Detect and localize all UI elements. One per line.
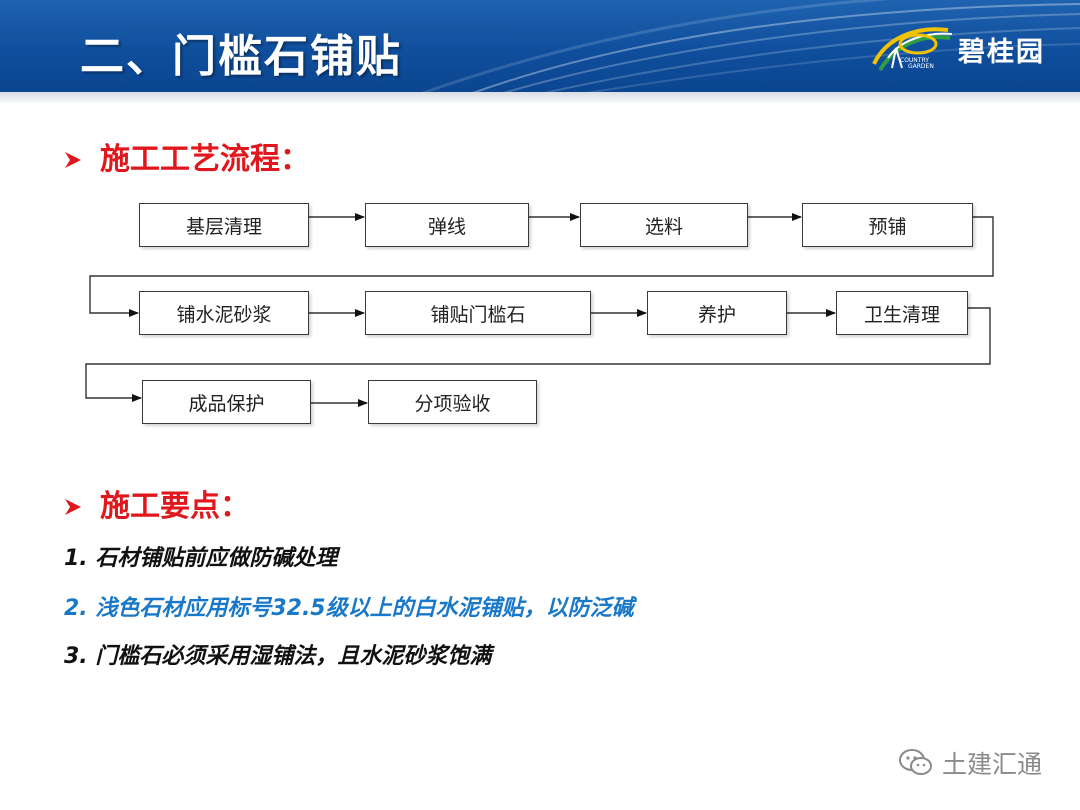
- flow-step: 选料: [580, 203, 748, 247]
- header-decoration: [419, 0, 1080, 94]
- key-point-item: 3. 门槛石必须采用湿铺法，且水泥砂浆饱满: [64, 644, 492, 669]
- flow-step: 弹线: [365, 203, 529, 247]
- flow-step: 铺水泥砂浆: [139, 291, 309, 335]
- section-heading-process: 施工工艺流程：: [62, 134, 310, 178]
- flow-step: 成品保护: [142, 380, 311, 424]
- key-point-item: 2. 浅色石材应用标号32.5级以上的白水泥铺贴，以防泛碱: [64, 596, 634, 621]
- header-divider: [0, 92, 1080, 102]
- section-heading-text: 施工工艺流程：: [100, 142, 310, 177]
- section-heading-keypoints: 施工要点：: [62, 481, 250, 525]
- page-title: 二、门槛石铺贴: [80, 31, 402, 82]
- flow-step: 养护: [647, 291, 787, 335]
- arrow-bullet-icon: [62, 142, 84, 177]
- flow-step: 预铺: [802, 203, 973, 247]
- country-garden-logo: [872, 27, 953, 72]
- watermark-text: 土建汇通: [942, 750, 1043, 779]
- logo-subtext: COUNTRY GARDEN: [900, 57, 934, 70]
- flow-step: 分项验收: [368, 380, 537, 424]
- flow-step: 卫生清理: [836, 291, 968, 335]
- flow-step: 基层清理: [139, 203, 309, 247]
- key-point-item: 1. 石材铺贴前应做防碱处理: [64, 546, 338, 571]
- section-heading-text: 施工要点：: [100, 489, 250, 524]
- wechat-icon: [899, 749, 932, 775]
- flow-step: 铺贴门槛石: [365, 291, 591, 335]
- arrow-bullet-icon: [62, 489, 84, 524]
- watermark: 土建汇通: [898, 746, 1042, 780]
- logo-name: 碧桂园: [958, 37, 1045, 68]
